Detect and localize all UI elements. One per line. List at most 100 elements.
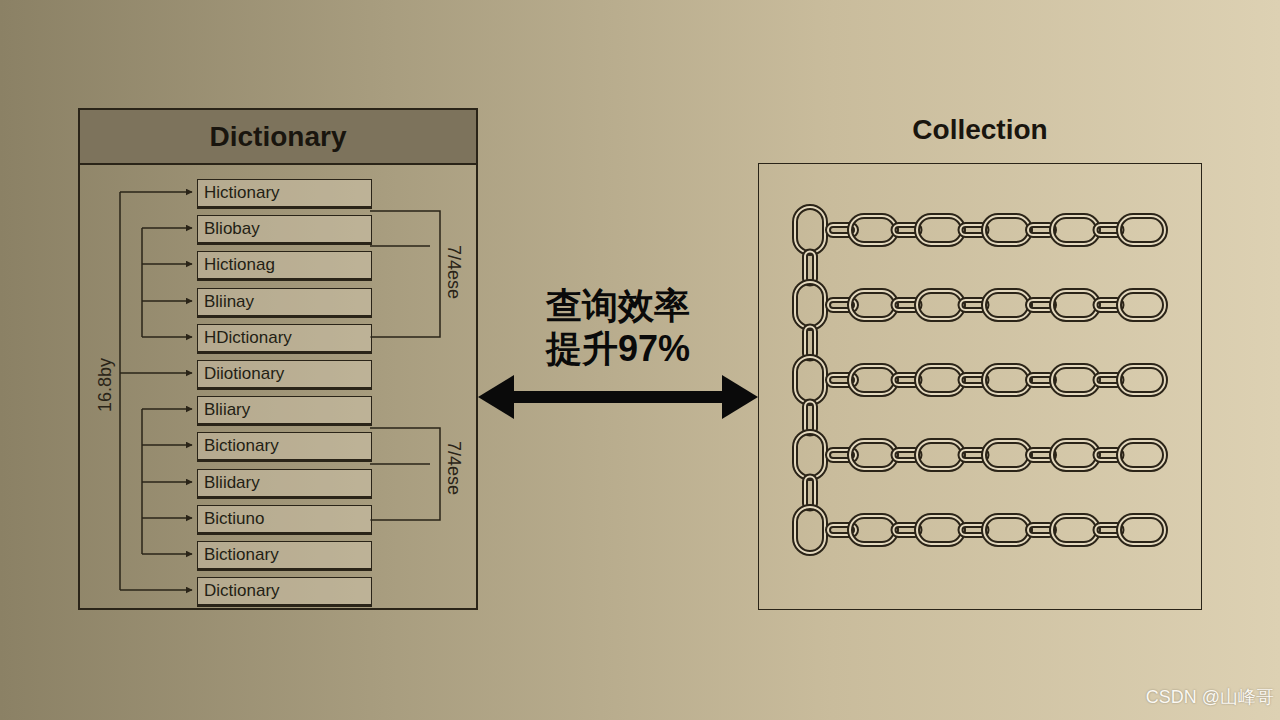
entry-label: Bictionary xyxy=(198,545,279,565)
chain-highlight xyxy=(1119,216,1165,244)
chain-link xyxy=(1052,441,1098,469)
chain-highlight xyxy=(1119,366,1165,394)
entry-box: Dictionary xyxy=(197,577,372,607)
leader-arrow xyxy=(142,263,192,265)
chain-highlight xyxy=(850,441,896,469)
chain-highlight xyxy=(917,441,963,469)
chain-link xyxy=(984,366,1030,394)
chain-highlight xyxy=(795,507,825,553)
chain-link xyxy=(917,291,963,319)
chain-link xyxy=(917,441,963,469)
chain-highlight xyxy=(917,291,963,319)
bracket-line xyxy=(370,463,430,465)
chain-highlight xyxy=(1119,291,1165,319)
chain-link xyxy=(1052,366,1098,394)
entry-box: Bliiary xyxy=(197,396,372,426)
panel-title: Collection xyxy=(759,114,1201,146)
chain-highlight xyxy=(984,216,1030,244)
entry-label: Hictionary xyxy=(198,183,280,203)
chain-highlight xyxy=(850,516,896,544)
chain-link xyxy=(917,216,963,244)
chain-highlight xyxy=(984,291,1030,319)
entry-box: Diiotionary xyxy=(197,360,372,390)
double-arrow xyxy=(508,391,728,403)
chain-link xyxy=(1119,216,1165,244)
entry-label: Diiotionary xyxy=(198,364,284,384)
entry-label: Bliinay xyxy=(198,292,254,312)
chain-highlight xyxy=(1119,516,1165,544)
trunk-line xyxy=(119,192,121,590)
chain-highlight xyxy=(850,291,896,319)
chain-link xyxy=(984,216,1030,244)
dictionary-panel: DictionaryHictionaryBliobayHictionagBlii… xyxy=(78,108,478,610)
panel-title: Dictionary xyxy=(210,121,347,153)
chain-highlight xyxy=(917,516,963,544)
chain-highlight xyxy=(850,216,896,244)
chain-link xyxy=(795,432,825,478)
watermark: CSDN @山峰哥 xyxy=(1146,685,1274,709)
entry-box: Bictionary xyxy=(197,541,372,571)
entry-box: Hictionag xyxy=(197,251,372,281)
leader-arrow xyxy=(142,408,192,410)
entry-label: Bliidary xyxy=(198,473,260,493)
chain-link xyxy=(1052,516,1098,544)
entry-label: HDictionary xyxy=(198,328,292,348)
chain-highlight xyxy=(850,366,896,394)
chain-link xyxy=(805,402,815,434)
entry-box: Bliinay xyxy=(197,288,372,318)
leader-arrow xyxy=(142,553,192,555)
chain-highlight xyxy=(1119,441,1165,469)
chain-highlight xyxy=(1052,216,1098,244)
entry-label: Bictionary xyxy=(198,436,279,456)
chain-highlight xyxy=(1052,291,1098,319)
chain-link xyxy=(795,357,825,403)
chain-link xyxy=(1052,216,1098,244)
chain-link xyxy=(850,366,896,394)
chain-highlight xyxy=(805,252,815,284)
leader-arrow xyxy=(142,300,192,302)
chain-link xyxy=(984,516,1030,544)
edge-label: 查询效率 提升97% xyxy=(533,284,703,370)
chain-highlight xyxy=(795,282,825,328)
chain-link xyxy=(850,216,896,244)
chain-link xyxy=(850,291,896,319)
chain-link xyxy=(917,516,963,544)
bracket-label: 7/4ese xyxy=(443,441,464,495)
chain-highlight xyxy=(805,477,815,509)
chain-link xyxy=(984,441,1030,469)
entry-label: Bliiary xyxy=(198,400,250,420)
bracket-line xyxy=(370,211,440,337)
collection-frame: Collection xyxy=(758,163,1202,610)
chain-link xyxy=(805,477,815,509)
trunk-line xyxy=(141,228,143,337)
bracket-label: 7/4ese xyxy=(443,245,464,299)
leader-arrow xyxy=(142,444,192,446)
leader-lines xyxy=(120,192,440,590)
leader-arrow xyxy=(120,589,192,591)
chain-link xyxy=(850,516,896,544)
chain-link xyxy=(850,441,896,469)
chain-link xyxy=(984,291,1030,319)
header-band: Dictionary xyxy=(80,110,476,165)
entry-box: Bictiuno xyxy=(197,505,372,535)
leader-arrow xyxy=(120,372,192,374)
entry-label: Bliobay xyxy=(198,219,260,239)
chain-highlight xyxy=(795,357,825,403)
leader-arrow xyxy=(142,517,192,519)
entry-box: Bictionary xyxy=(197,432,372,462)
chain-illustration xyxy=(795,207,1165,553)
chain-highlight xyxy=(984,366,1030,394)
entry-box: HDictionary xyxy=(197,324,372,354)
entry-box: Hictionary xyxy=(197,179,372,209)
entry-label: Hictionag xyxy=(198,255,275,275)
bracket-line xyxy=(370,428,440,520)
leader-arrow xyxy=(142,227,192,229)
leader-arrow xyxy=(120,191,192,193)
leader-arrow xyxy=(142,481,192,483)
chain-link xyxy=(917,366,963,394)
entry-box: Bliobay xyxy=(197,215,372,245)
chain-link xyxy=(1119,441,1165,469)
chain-link xyxy=(805,252,815,284)
chain-highlight xyxy=(795,432,825,478)
